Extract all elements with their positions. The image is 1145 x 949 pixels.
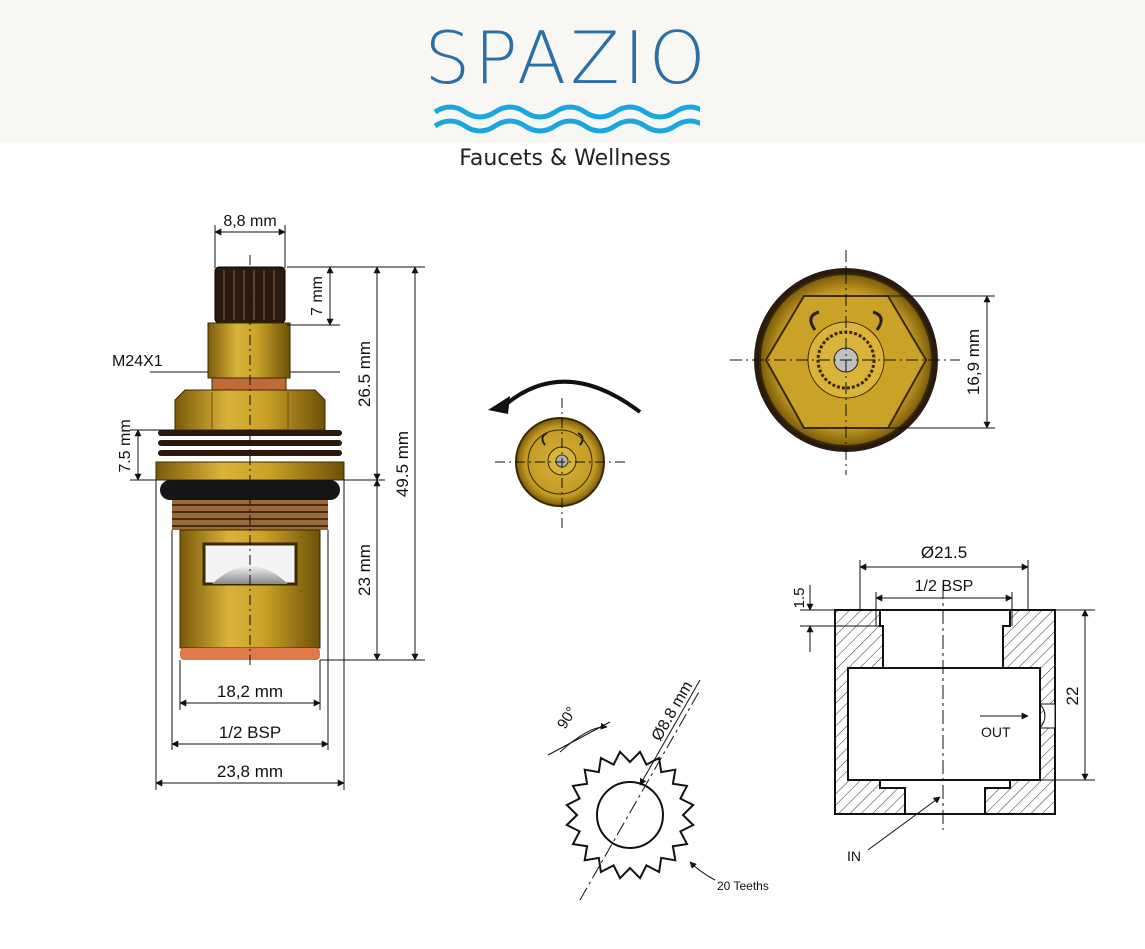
dim-total-height: 49.5 mm [393, 431, 412, 497]
dim-body-width: 18,2 mm [217, 682, 283, 701]
waves-icon [433, 104, 700, 134]
teeth-note: 20 Teeths [717, 879, 769, 893]
dim-flange-width: 23,8 mm [217, 762, 283, 781]
dim-section-height: 22 [1063, 687, 1082, 706]
brand-logo: SPAZIO Faucets & Wellness [0, 0, 1145, 190]
label-in: IN [847, 848, 861, 864]
dim-hex: 16,9 mm [964, 329, 983, 395]
brand-tagline: Faucets & Wellness [459, 146, 671, 171]
dim-upper-height: 26.5 mm [355, 341, 374, 407]
spline-angle: 90° [554, 704, 580, 732]
dim-spindle-width: 8,8 mm [223, 213, 276, 230]
dim-step: 1.5 [791, 588, 808, 609]
dim-section-bsp: 1/2 BSP [915, 578, 974, 595]
spline-diameter: Ø8.8 mm [649, 679, 697, 744]
side-view: 8,8 mm 7 mm M24X1 26.5 mm 49.5 mm 7.5 mm… [112, 213, 425, 790]
top-view-large: 16,9 mm [730, 250, 995, 475]
brand-name: SPAZIO [424, 16, 710, 100]
dim-bsp: 1/2 BSP [219, 723, 281, 742]
rotation-arrow-icon [488, 396, 510, 414]
section-view: Ø21.5 1/2 BSP 1.5 22 OUT IN [791, 543, 1095, 864]
dim-spindle-height: 7 mm [309, 276, 326, 316]
top-view-small [488, 379, 642, 528]
dim-outer-diameter: Ø21.5 [921, 543, 967, 562]
dim-flange-height: 7.5 mm [117, 419, 134, 472]
gear-teeth [565, 750, 695, 880]
label-out: OUT [981, 724, 1011, 740]
spline-detail: 90° Ø8.8 mm 20 Teeths [547, 679, 769, 901]
thread-label: M24X1 [112, 353, 163, 370]
gear-outline [565, 750, 695, 880]
dim-lower-height: 23 mm [355, 544, 374, 596]
